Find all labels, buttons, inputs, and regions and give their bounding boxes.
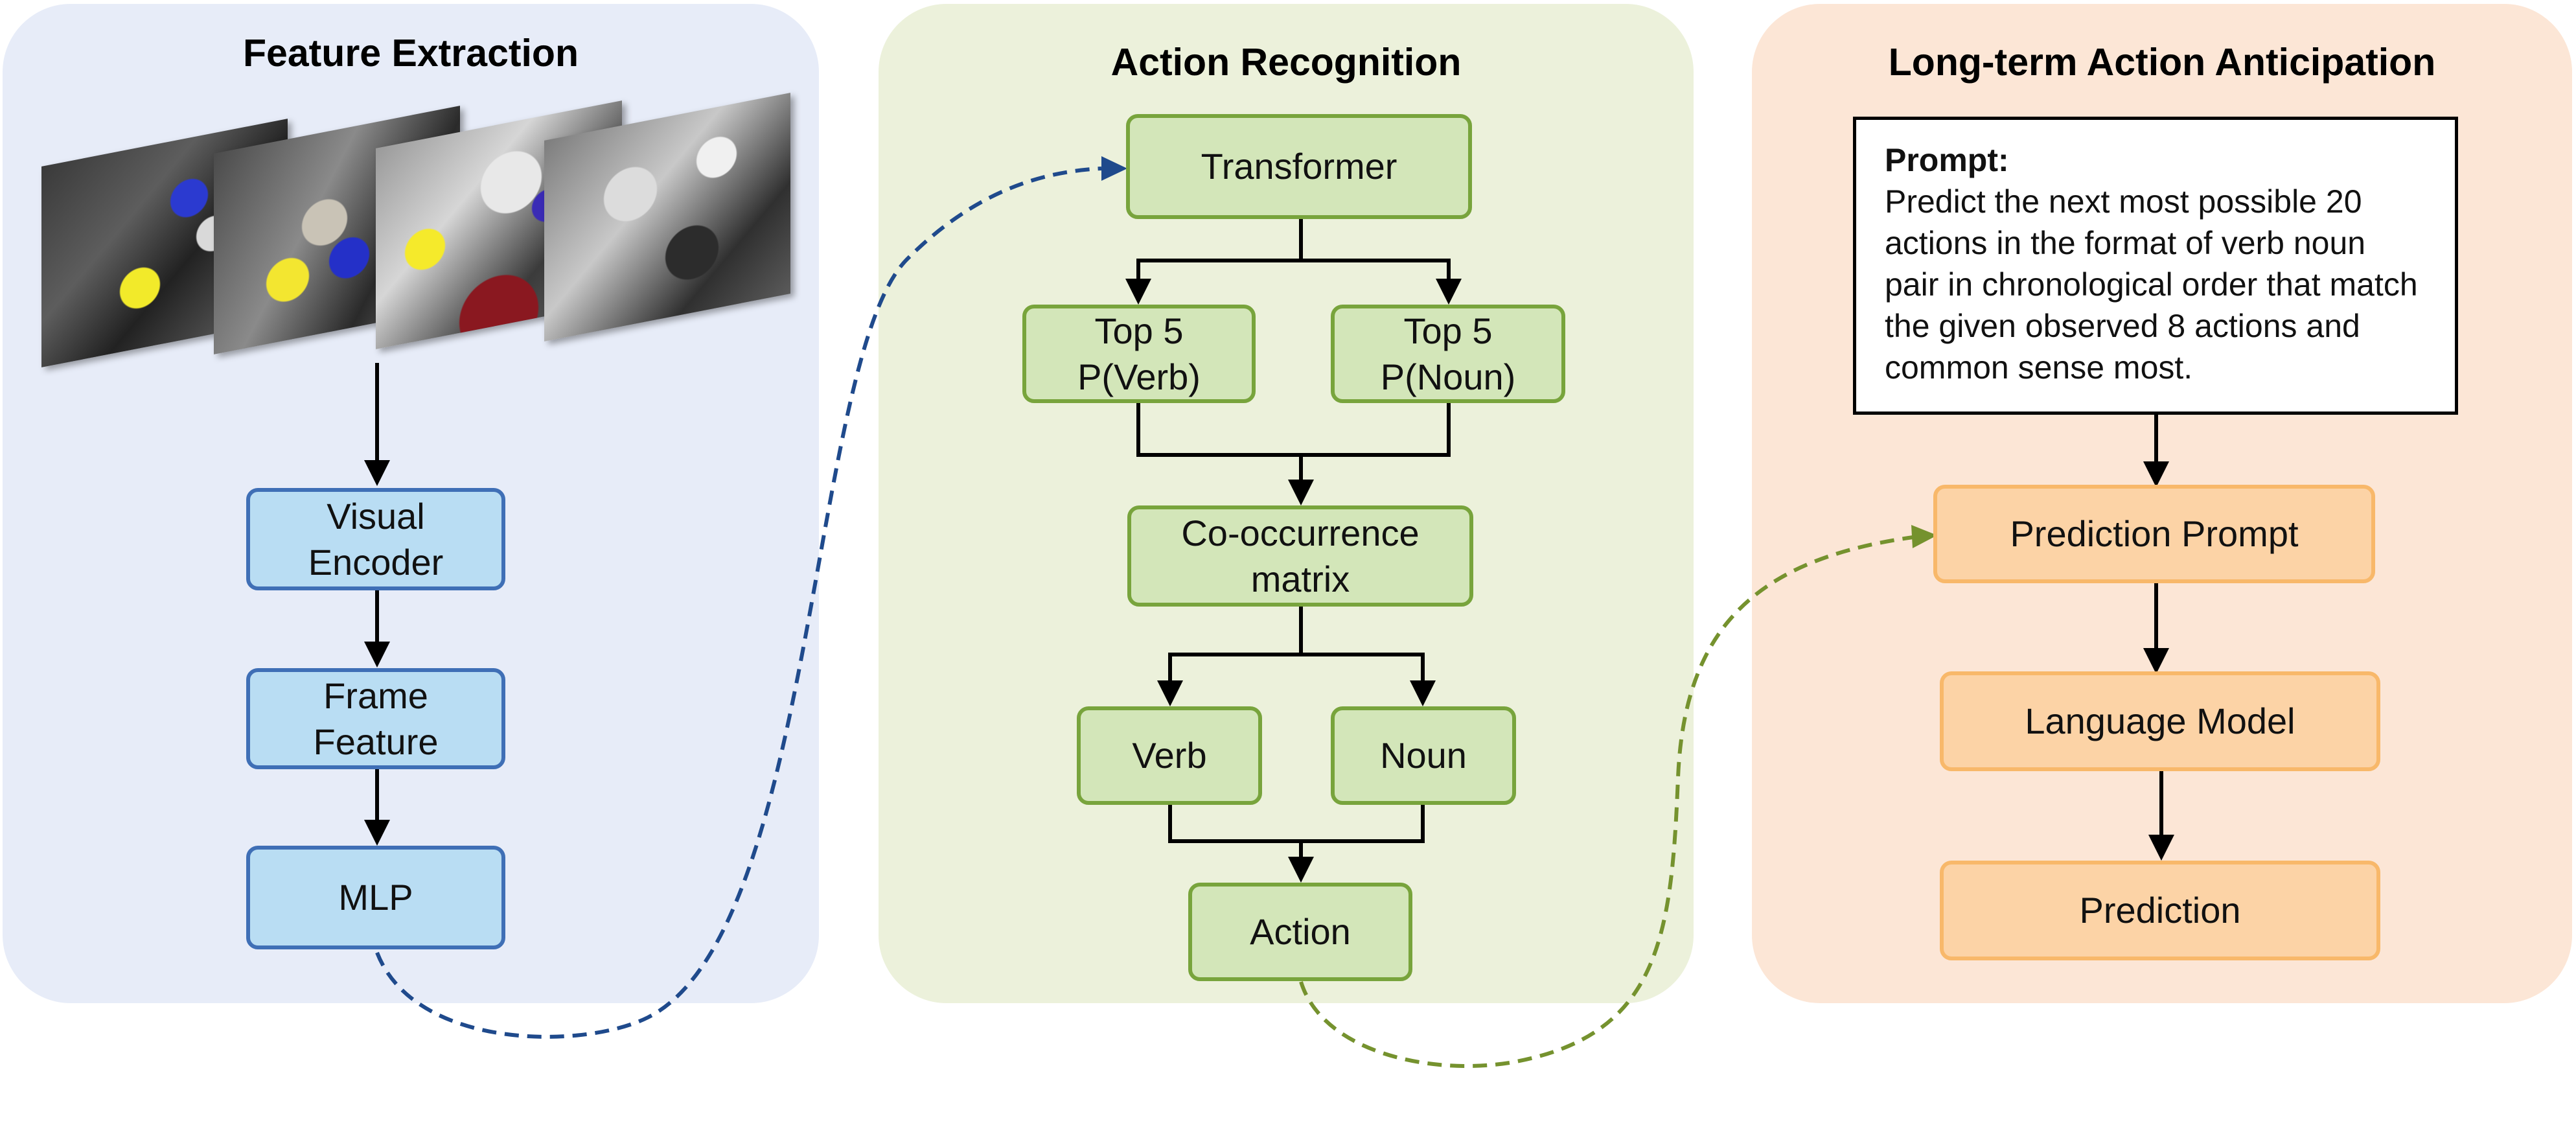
- frame-feature-label: Frame Feature: [313, 675, 439, 762]
- verb-label: Verb: [1132, 735, 1207, 776]
- frame-feature-node: Frame Feature: [246, 668, 505, 769]
- top5-verb-node: Top 5 P(Verb): [1022, 305, 1256, 403]
- transformer-node: Transformer: [1126, 114, 1472, 219]
- prompt-heading: Prompt:: [1885, 142, 2009, 178]
- action-recognition-title: Action Recognition: [1110, 41, 1462, 84]
- anticipation-title: Long-term Action Anticipation: [1888, 41, 2436, 84]
- visual-encoder-node: Visual Encoder: [246, 488, 505, 590]
- language-model-node: Language Model: [1940, 671, 2380, 771]
- feature-extraction-title: Feature Extraction: [242, 32, 579, 75]
- action-label: Action: [1250, 911, 1351, 953]
- top5-noun-label: Top 5 P(Noun): [1380, 310, 1516, 397]
- prediction-prompt-label: Prediction Prompt: [2010, 513, 2299, 555]
- prediction-label: Prediction: [2079, 890, 2241, 931]
- mlp-label: MLP: [338, 877, 413, 918]
- prediction-node: Prediction: [1940, 861, 2380, 960]
- visual-encoder-label: Visual Encoder: [308, 495, 444, 583]
- top5-noun-node: Top 5 P(Noun): [1331, 305, 1565, 403]
- noun-node: Noun: [1331, 706, 1516, 805]
- prediction-prompt-node: Prediction Prompt: [1933, 485, 2375, 583]
- verb-node: Verb: [1077, 706, 1262, 805]
- noun-label: Noun: [1380, 735, 1467, 776]
- cooccurrence-matrix-label: Co-occurrence matrix: [1181, 512, 1420, 599]
- prompt-box: Prompt: Predict the next most possible 2…: [1853, 117, 2458, 415]
- transformer-label: Transformer: [1201, 146, 1397, 187]
- prompt-text: Predict the next most possible 20 action…: [1885, 183, 2418, 386]
- top5-verb-label: Top 5 P(Verb): [1077, 310, 1201, 397]
- action-node: Action: [1188, 883, 1412, 981]
- language-model-label: Language Model: [2025, 701, 2295, 742]
- cooccurrence-matrix-node: Co-occurrence matrix: [1127, 505, 1473, 607]
- video-frames: [39, 93, 803, 376]
- mlp-node: MLP: [246, 846, 505, 949]
